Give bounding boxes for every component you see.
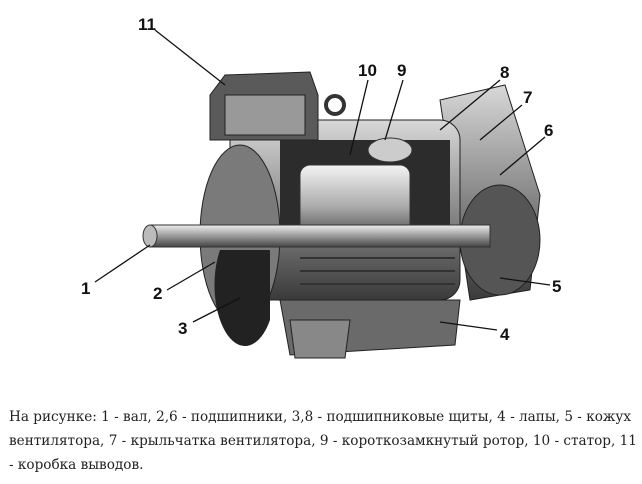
motor-feet	[279, 299, 461, 359]
label-7: 7	[523, 88, 532, 107]
shaft	[142, 224, 491, 248]
label-5: 5	[552, 277, 561, 296]
label-4: 4	[500, 325, 510, 344]
motor-cutaway-diagram: 11 10 9 8 7 6 5 4 3 2 1	[81, 15, 561, 359]
part-labels: 11 10 9 8 7 6 5 4 3 2 1	[81, 15, 561, 344]
label-9: 9	[397, 61, 406, 80]
lifting-eye	[324, 94, 346, 116]
label-3: 3	[178, 319, 187, 338]
label-2: 2	[153, 284, 162, 303]
label-1: 1	[81, 279, 90, 298]
figure-caption: На рисунке: 1 - вал, 2,6 - подшипники, 3…	[9, 409, 637, 473]
label-11: 11	[138, 15, 156, 34]
label-10: 10	[358, 61, 377, 80]
label-8: 8	[500, 63, 509, 82]
label-6: 6	[544, 121, 553, 140]
terminal-box	[209, 71, 346, 141]
rotor	[299, 137, 413, 236]
leader-lines	[94, 29, 551, 331]
